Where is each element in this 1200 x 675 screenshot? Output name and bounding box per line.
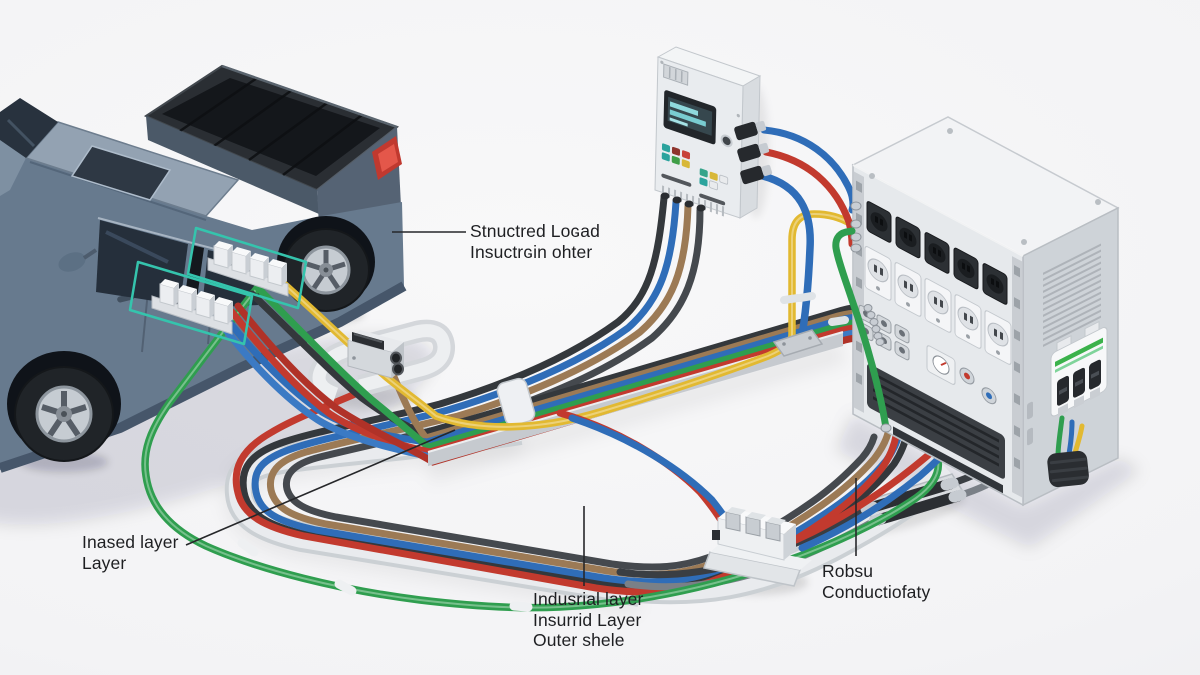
cable-brown <box>266 202 892 578</box>
truck-mirror <box>58 248 98 272</box>
leader-inased-layer <box>185 429 456 546</box>
cable-blue-standing <box>759 172 816 351</box>
panel-cable-collars <box>660 192 706 212</box>
cabinet-side-vents <box>1043 243 1101 348</box>
cable-band <box>828 316 849 326</box>
flex-conduit <box>1047 450 1089 488</box>
floor-anchor <box>772 329 824 357</box>
label-line: Insurrid Layer <box>533 609 642 630</box>
terminal-clamps <box>725 507 786 542</box>
label-line: Layer <box>82 552 127 573</box>
cable-band <box>509 601 533 612</box>
leader-lines <box>185 231 857 586</box>
cable-bundle-panel-loop <box>232 194 912 596</box>
label-line: Inased layer <box>82 532 179 552</box>
circuit-breaker <box>1050 320 1108 417</box>
cable-blue <box>251 198 904 586</box>
junction-box-port <box>390 351 402 365</box>
junction-box-tray <box>308 319 455 405</box>
panel-slot <box>699 193 726 206</box>
charging-control-panel <box>654 46 773 219</box>
truck-connector-plate-rear <box>186 226 308 310</box>
terminal-block <box>702 507 812 587</box>
cable-green-cabinet-loop <box>828 227 892 433</box>
cabinet-front-face <box>854 171 1022 498</box>
cable-black <box>282 206 878 571</box>
label-line: Conductiofaty <box>822 581 931 602</box>
power-distribution-cabinet <box>850 116 1120 507</box>
cabinet-black-outlets <box>866 201 1008 305</box>
inased-layer-label: Inased layer Layer <box>82 532 179 573</box>
label-line: Insuctrɢin ohter <box>470 241 593 262</box>
breaker-wiring <box>1047 415 1089 488</box>
robsu-conductiofaty-label: Robsu Conductiofaty <box>822 561 930 602</box>
indusrial-layer-label: Indusrial layer Insurrid Layer Outer she… <box>533 589 643 651</box>
cabinet-right-face <box>1027 243 1108 446</box>
cable-band <box>237 538 259 557</box>
cable-band <box>780 294 802 304</box>
cable-band <box>796 292 816 302</box>
cabinet-white-outlets <box>864 246 1012 365</box>
structured-load-label: Stnuctred Loɢad Insuctrɢin ohter <box>470 221 600 262</box>
panel-lcd-display <box>663 90 717 145</box>
connector-towers <box>159 279 233 325</box>
truck-connector-plate-front <box>128 260 254 346</box>
label-line: Indusrial layer <box>533 589 644 609</box>
cable-green-loop <box>141 278 943 612</box>
truck-roof <box>0 98 240 217</box>
panel-buttons <box>661 143 729 191</box>
truck-taillight <box>372 136 402 180</box>
label-line: Outer shele <box>533 630 625 651</box>
cabinet-entry-glands <box>850 201 885 346</box>
label-line: Stnuctred Loɢad <box>470 221 600 241</box>
cable-red <box>232 388 900 596</box>
junction-box <box>347 330 404 379</box>
label-line: Robsu <box>822 561 874 581</box>
cabinet-meter-module <box>926 345 956 385</box>
cable-yellow-run <box>264 210 856 431</box>
truck-front-wheel <box>7 351 121 462</box>
junction-box-port <box>392 362 404 376</box>
panel-port <box>720 134 733 148</box>
panel-face <box>660 60 740 217</box>
cabinet-vent-panel <box>867 364 1005 479</box>
cabinet-cable-fittings <box>959 367 997 405</box>
panel-cable-glands <box>734 120 773 185</box>
truck-windshield <box>0 98 58 158</box>
connector-towers <box>213 241 287 287</box>
panel-slot <box>661 173 692 187</box>
cable-band <box>334 579 357 596</box>
truck-sunroof <box>70 145 172 201</box>
